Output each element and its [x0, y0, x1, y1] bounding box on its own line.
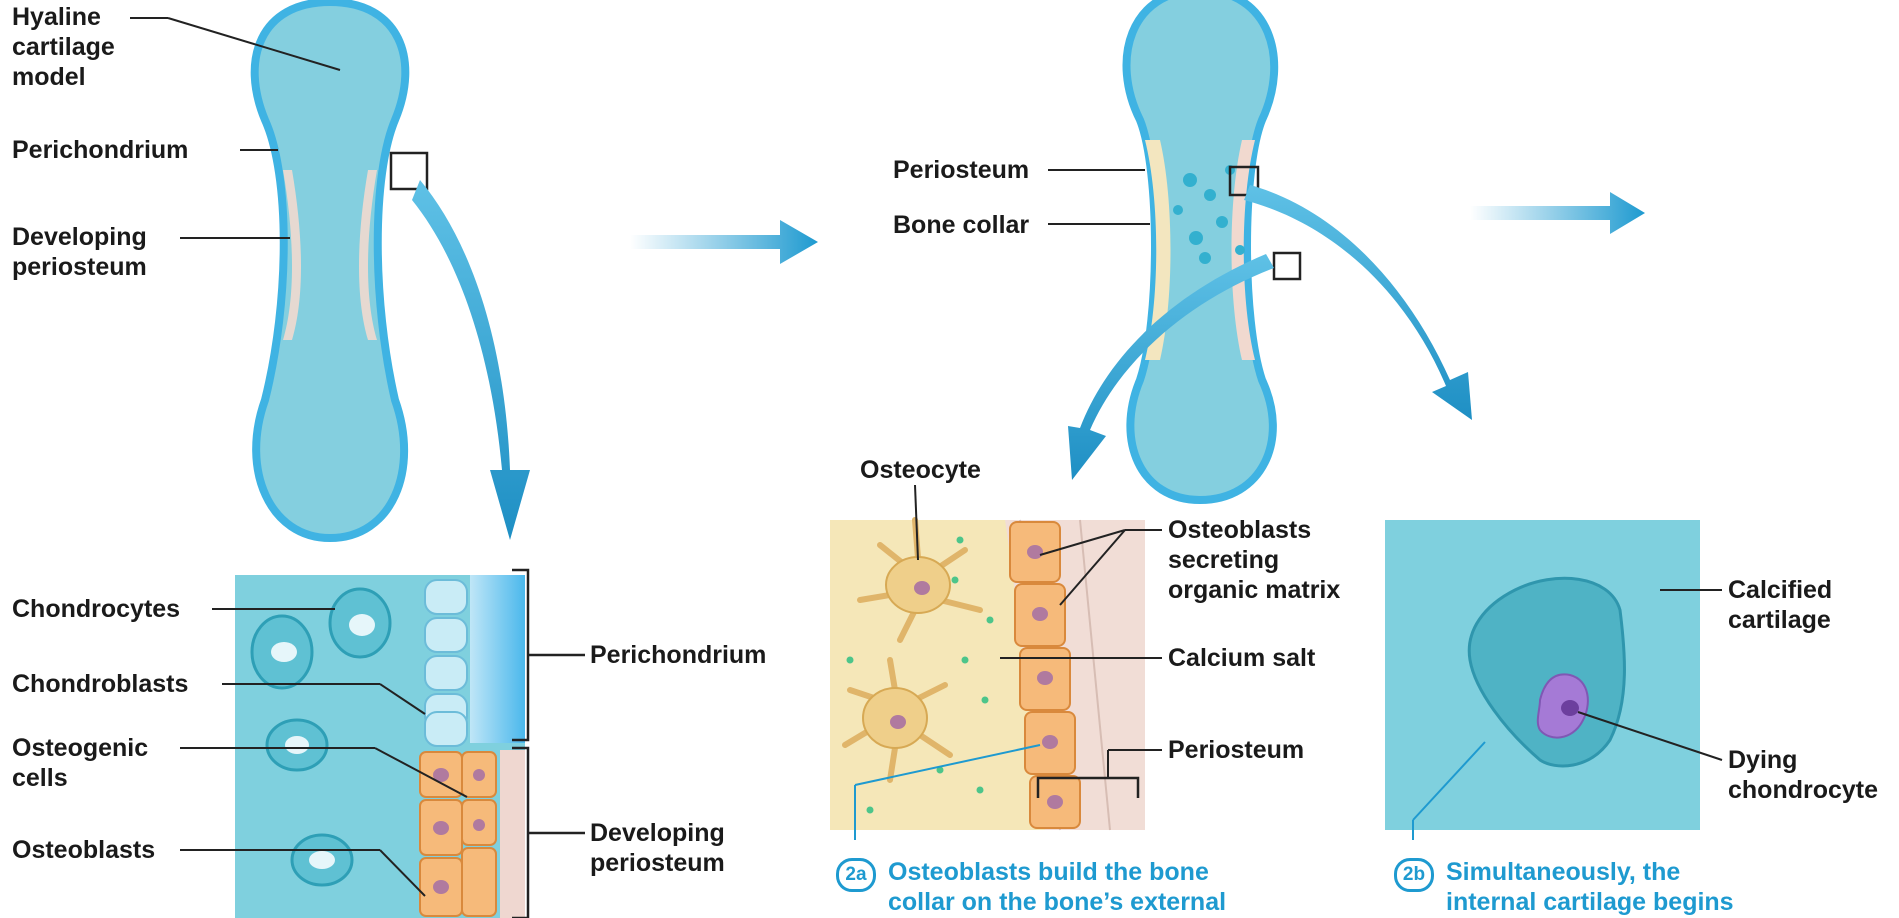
step-caption-2b: Simultaneously, the internal cartilage b… [1446, 857, 1734, 917]
label-calcium-salt: Calcium salt [1168, 643, 1315, 673]
label-osteocyte: Osteocyte [860, 455, 981, 485]
hyaline-cartilage-model [255, 2, 427, 538]
perichondrium-detail-panel [235, 575, 525, 918]
label-developing-periosteum-bracket: Developing periosteum [590, 818, 725, 878]
zoom-arrow-left [412, 180, 530, 540]
label-periosteum-detail: Periosteum [1168, 735, 1304, 765]
label-periosteum-mid: Periosteum [893, 155, 1029, 185]
label-perichondrium-top: Perichondrium [12, 135, 188, 165]
zoom-arrow-mid-right [1244, 185, 1472, 420]
label-chondrocytes: Chondrocytes [12, 594, 180, 624]
step-caption-2a: Osteoblasts build the bone collar on the… [888, 857, 1226, 917]
label-hyaline-cartilage-model: Hyaline cartilage model [12, 2, 115, 92]
label-calcified-cartilage: Calcified cartilage [1728, 575, 1832, 635]
bone-collar-model [1127, 0, 1301, 500]
label-bone-collar: Bone collar [893, 210, 1029, 240]
label-perichondrium-bracket: Perichondrium [590, 640, 766, 670]
label-dying-chondrocyte: Dying chondrocyte [1728, 745, 1878, 805]
label-osteoblasts: Osteoblasts [12, 835, 155, 865]
flow-arrow-1 [630, 220, 818, 264]
label-chondroblasts: Chondroblasts [12, 669, 188, 699]
label-developing-periosteum-top: Developing periosteum [12, 222, 147, 282]
calcified-cartilage-panel [1385, 520, 1700, 830]
label-osteoblasts-secreting: Osteoblasts secreting organic matrix [1168, 515, 1340, 605]
flow-arrow-2 [1470, 192, 1645, 234]
bone-collar-detail-panel [830, 520, 1145, 830]
zoom-box-mid-lower [1274, 253, 1300, 279]
step-badge-2a: 2a [836, 858, 876, 892]
label-osteogenic-cells: Osteogenic cells [12, 733, 148, 793]
step-badge-2b: 2b [1394, 858, 1434, 892]
